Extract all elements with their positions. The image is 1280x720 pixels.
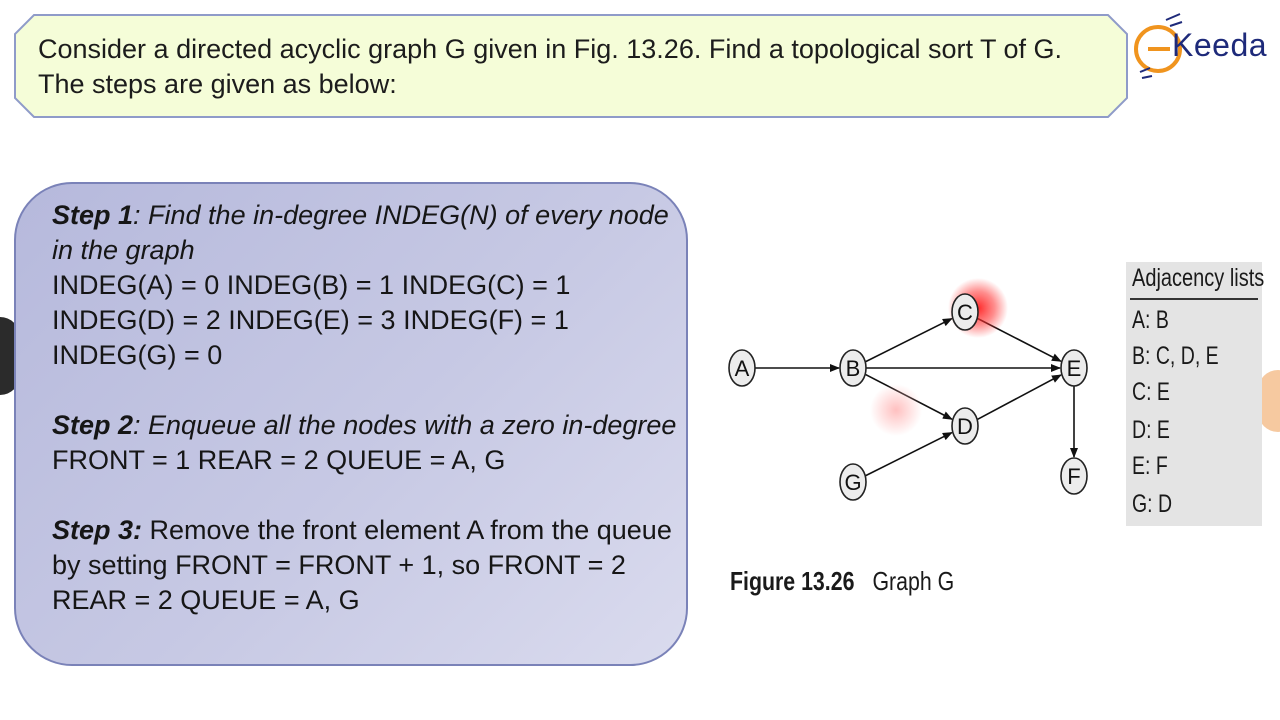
adjacency-title: Adjacency lists xyxy=(1132,264,1265,292)
ekeeda-logo xyxy=(1126,12,1276,84)
step-1-line-2: INDEG(D) = 2 INDEG(E) = 3 INDEG(F) = 1 xyxy=(52,305,569,335)
adjacency-row: D: E xyxy=(1132,416,1170,444)
node-a: A xyxy=(728,349,756,387)
step-3-body: Remove the front element A from the queu… xyxy=(52,515,672,615)
step-2-description: : Enqueue all the nodes with a zero in-d… xyxy=(133,410,677,440)
node-label: C xyxy=(957,300,973,325)
node-e: E xyxy=(1060,349,1088,387)
adjacency-row: E: F xyxy=(1132,452,1168,480)
node-label: E xyxy=(1067,356,1082,381)
node-f: F xyxy=(1060,457,1088,495)
graph-diagram: A B C D E F G xyxy=(728,278,1088,501)
step-2: Step 2: Enqueue all the nodes with a zer… xyxy=(52,408,682,478)
node-label: G xyxy=(844,470,861,495)
banner-shape xyxy=(14,14,1128,118)
node-label: D xyxy=(957,414,973,439)
step-2-title: Step 2 xyxy=(52,410,134,440)
adjacency-row: A: B xyxy=(1132,306,1169,334)
step-1-title: Step 1 xyxy=(52,200,134,230)
node-b: B xyxy=(839,349,867,387)
title-banner: Consider a directed acyclic graph G give… xyxy=(14,14,1128,118)
node-shape xyxy=(951,407,979,445)
right-side-tab[interactable] xyxy=(1258,370,1280,432)
node-shape xyxy=(728,349,756,387)
node-label: B xyxy=(846,356,861,381)
step-3: Step 3: Remove the front element A from … xyxy=(52,513,682,618)
nodes-layer: A B C D E F G xyxy=(728,293,1088,501)
adjacency-row: G: D xyxy=(1132,490,1173,518)
adjacency-row: C: E xyxy=(1132,378,1170,406)
node-label: F xyxy=(1067,464,1080,489)
adjacency-divider xyxy=(1130,298,1258,300)
edge-b-c xyxy=(864,317,953,363)
step-1-description: : Find the in-degree INDEG(N) of every n… xyxy=(52,200,669,265)
step-3-title: Step 3 xyxy=(52,515,134,545)
steps-text: Step 1: Find the in-degree INDEG(N) of e… xyxy=(52,198,682,618)
figure-number: Figure 13.26 xyxy=(730,566,855,596)
step-1-line-3: INDEG(G) = 0 xyxy=(52,340,223,370)
adjacency-list-box: Adjacency lists A: B B: C, D, E C: E D: … xyxy=(1126,262,1265,526)
node-label: A xyxy=(735,356,750,381)
node-shape xyxy=(1060,349,1088,387)
title-text: Consider a directed acyclic graph G give… xyxy=(38,34,1063,99)
logo-word: Keeda xyxy=(1172,27,1268,63)
steps-panel: Step 1: Find the in-degree INDEG(N) of e… xyxy=(14,182,688,666)
figure-label: Graph G xyxy=(872,566,955,596)
node-shape xyxy=(1060,457,1088,495)
edge-d-e xyxy=(976,374,1062,421)
pointer-trail xyxy=(870,384,922,436)
logo-mark-icon xyxy=(1134,13,1183,79)
node-g: G xyxy=(839,463,867,501)
step-1: Step 1: Find the in-degree INDEG(N) of e… xyxy=(52,198,682,373)
node-shape xyxy=(839,463,867,501)
step-1-line-1: INDEG(A) = 0 INDEG(B) = 1 INDEG(C) = 1 xyxy=(52,270,571,300)
figure-caption: Figure 13.26 Graph G xyxy=(730,566,954,597)
edge-g-d xyxy=(864,431,953,477)
step-3-separator: : xyxy=(133,515,143,545)
node-d: D xyxy=(951,407,979,445)
adjacency-row: B: C, D, E xyxy=(1132,342,1219,370)
node-shape xyxy=(839,349,867,387)
node-shape xyxy=(951,293,979,331)
step-2-body: FRONT = 1 REAR = 2 QUEUE = A, G xyxy=(52,445,506,475)
node-c: C xyxy=(951,293,979,331)
